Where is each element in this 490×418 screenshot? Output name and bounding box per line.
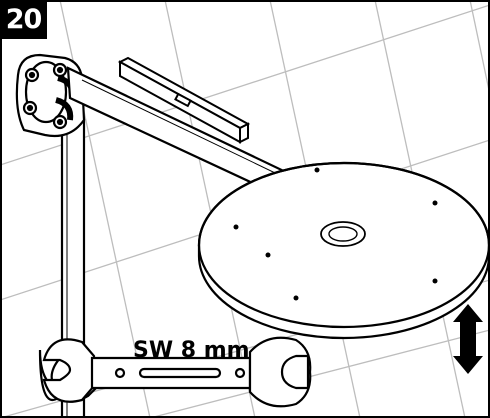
step-number-badge: 20 xyxy=(0,0,47,39)
wrench-size-label: SW 8 mm xyxy=(133,338,250,363)
spirit-level-icon xyxy=(117,56,251,144)
open-end-wrench-icon xyxy=(38,336,312,408)
vertical-double-arrow-icon xyxy=(453,304,483,374)
wall-bracket xyxy=(15,53,86,138)
shower-head xyxy=(197,161,490,340)
